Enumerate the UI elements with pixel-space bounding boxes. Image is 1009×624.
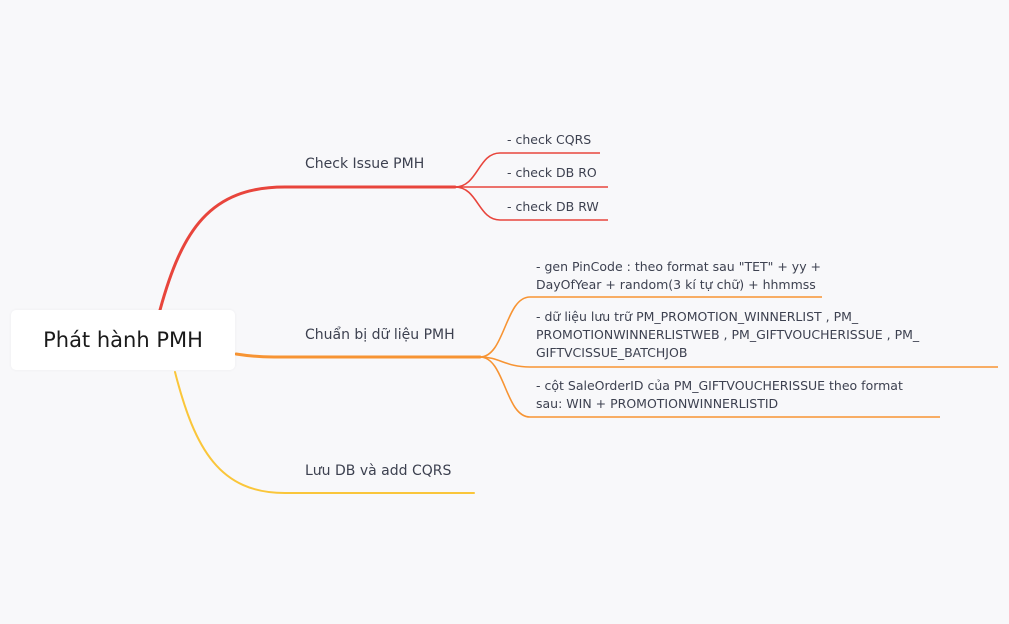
subtopic-gen-pincode[interactable]: - gen PinCode : theo format sau "TET" + … [536, 258, 821, 294]
connector-root-check-issue [158, 185, 457, 312]
subtopic-label: - check CQRS [507, 132, 592, 147]
connector-gen-pincode [479, 296, 822, 358]
subtopic-du-lieu-luu-tru[interactable]: - dữ liệu lưu trữ PM_PROMOTION_WINNERLIS… [536, 308, 919, 362]
connector-check-db-rw [454, 186, 608, 221]
topic-chuan-bi-du-lieu-pmh[interactable]: Chuẩn bị dữ liệu PMH [305, 327, 455, 343]
topic-label: Lưu DB và add CQRS [305, 463, 452, 479]
subtopic-line: DayOfYear + random(3 kí tự chữ) + hhmmss [536, 277, 816, 292]
subtopic-check-cqrs[interactable]: - check CQRS [507, 131, 591, 149]
subtopic-line: - gen PinCode : theo format sau "TET" + … [536, 259, 822, 274]
subtopic-check-db-rw[interactable]: - check DB RW [507, 198, 599, 216]
topic-check-issue-pmh[interactable]: Check Issue PMH [305, 156, 424, 172]
connector-check-cqrs [454, 152, 600, 188]
root-topic-label: Phát hành PMH [43, 328, 203, 352]
subtopic-label: - check DB RO [507, 165, 597, 180]
subtopic-line: - dữ liệu lưu trữ PM_PROMOTION_WINNERLIS… [536, 309, 859, 324]
root-topic[interactable]: Phát hành PMH [11, 310, 235, 370]
connector-cot-saleorderid [479, 356, 940, 418]
subtopic-line: GIFTVCISSUE_BATCHJOB [536, 345, 688, 360]
subtopic-line: - cột SaleOrderID của PM_GIFTVOUCHERISSU… [536, 378, 903, 393]
connector-root-luu-db [174, 371, 475, 494]
subtopic-line: sau: WIN + PROMOTIONWINNERLISTID [536, 396, 779, 411]
connector-root-chuan-bi [234, 352, 482, 359]
subtopic-line: PROMOTIONWINNERLISTWEB , PM_GIFTVOUCHERI… [536, 327, 920, 342]
subtopic-check-db-ro[interactable]: - check DB RO [507, 164, 597, 182]
topic-luu-db-va-add-cqrs[interactable]: Lưu DB và add CQRS [305, 463, 451, 479]
topic-label: Check Issue PMH [305, 156, 425, 172]
topic-label: Chuẩn bị dữ liệu PMH [305, 327, 455, 343]
subtopic-label: - check DB RW [507, 199, 599, 214]
subtopic-cot-saleorderid[interactable]: - cột SaleOrderID của PM_GIFTVOUCHERISSU… [536, 377, 903, 413]
